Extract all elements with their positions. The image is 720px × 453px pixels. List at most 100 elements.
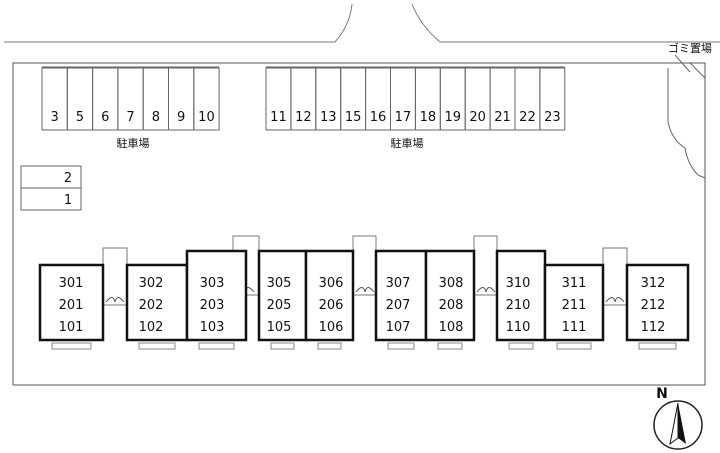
parking-space-number: 23 bbox=[544, 110, 561, 125]
parking-space: 22 bbox=[514, 67, 541, 131]
unit-block: 301 201 101 bbox=[38, 263, 105, 350]
unit-block: 310 210 110 bbox=[495, 249, 547, 350]
unit-number: 305 bbox=[267, 276, 292, 291]
unit-block: 312 212 112 bbox=[625, 263, 690, 350]
parking-space-number: 3 bbox=[51, 110, 59, 125]
unit-block: 308 208 108 bbox=[424, 249, 476, 350]
parking-space-number: 16 bbox=[370, 110, 387, 125]
unit-number: 312 bbox=[641, 276, 666, 291]
balcony bbox=[51, 342, 92, 350]
parking-space: 21 bbox=[489, 67, 516, 131]
unit-number: 211 bbox=[562, 298, 587, 313]
unit-number: 308 bbox=[439, 276, 464, 291]
parking-space: 9 bbox=[168, 67, 195, 131]
unit-number: 307 bbox=[386, 276, 411, 291]
unit-number: 303 bbox=[200, 276, 225, 291]
unit-block: 302 202 102 bbox=[125, 263, 189, 350]
stairwell bbox=[602, 247, 628, 306]
parking-space: 1 bbox=[20, 187, 82, 211]
parking-space: 13 bbox=[315, 67, 342, 131]
unit-number: 302 bbox=[139, 276, 164, 291]
unit-number: 301 bbox=[59, 276, 84, 291]
parking-space-number: 6 bbox=[101, 110, 109, 125]
balcony bbox=[638, 342, 677, 350]
unit-number: 201 bbox=[59, 298, 84, 313]
unit-number: 106 bbox=[319, 320, 344, 335]
parking-space-number: 12 bbox=[295, 110, 312, 125]
site-boundary bbox=[12, 62, 706, 386]
parking-space: 23 bbox=[539, 67, 566, 131]
unit-number: 310 bbox=[506, 276, 531, 291]
parking-space-number: 7 bbox=[126, 110, 134, 125]
unit-number: 111 bbox=[562, 320, 587, 335]
north-compass: N bbox=[653, 386, 703, 450]
unit-number: 110 bbox=[506, 320, 531, 335]
parking-space-number: 11 bbox=[270, 110, 287, 125]
garbage-label: ゴミ置場 bbox=[668, 41, 712, 55]
compass-circle bbox=[653, 400, 703, 450]
unit-number: 208 bbox=[439, 298, 464, 313]
parking-space: 15 bbox=[340, 67, 367, 131]
unit-block: 306 206 106 bbox=[304, 249, 355, 350]
parking-space: 10 bbox=[193, 67, 220, 131]
balcony bbox=[317, 342, 342, 350]
parking-space: 2 bbox=[20, 165, 82, 189]
balcony bbox=[387, 342, 415, 350]
unit-number: 206 bbox=[319, 298, 344, 313]
stairwell bbox=[102, 247, 128, 306]
parking-space-number: 10 bbox=[198, 110, 215, 125]
parking-space: 17 bbox=[390, 67, 416, 131]
parking-space-number: 9 bbox=[177, 110, 185, 125]
balcony bbox=[508, 342, 534, 350]
road-lines bbox=[4, 3, 720, 43]
unit-number: 101 bbox=[59, 320, 84, 335]
parking-label-left: 駐車場 bbox=[117, 136, 150, 150]
unit-number: 112 bbox=[641, 320, 666, 335]
parking-space-number: 5 bbox=[76, 110, 84, 125]
parking-space: 11 bbox=[265, 67, 292, 131]
parking-space: 5 bbox=[66, 67, 94, 131]
parking-space-number: 19 bbox=[444, 110, 461, 125]
balcony bbox=[270, 342, 295, 350]
parking-space: 19 bbox=[439, 67, 466, 131]
compass-label: N bbox=[656, 386, 668, 402]
stairwell bbox=[352, 235, 377, 296]
parking-space: 7 bbox=[117, 67, 144, 131]
unit-number: 311 bbox=[562, 276, 587, 291]
parking-space-number: 8 bbox=[152, 110, 160, 125]
unit-number: 212 bbox=[641, 298, 666, 313]
unit-number: 108 bbox=[439, 320, 464, 335]
parking-space: 18 bbox=[414, 67, 441, 131]
parking-space: 8 bbox=[142, 67, 169, 131]
parking-space-number: 17 bbox=[395, 110, 412, 125]
parking-space-number: 1 bbox=[64, 193, 72, 208]
parking-label-right: 駐車場 bbox=[391, 136, 424, 150]
unit-number: 107 bbox=[386, 320, 411, 335]
unit-number: 105 bbox=[267, 320, 292, 335]
parking-space: 16 bbox=[365, 67, 392, 131]
parking-space-number: 2 bbox=[64, 171, 72, 186]
parking-group-left: 3 5 6 7 8 9 10 bbox=[41, 66, 220, 131]
parking-space-number: 18 bbox=[420, 110, 437, 125]
unit-number: 102 bbox=[139, 320, 164, 335]
parking-space-number: 13 bbox=[320, 110, 337, 125]
parking-space: 12 bbox=[290, 67, 317, 131]
parking-space-number: 22 bbox=[519, 110, 536, 125]
unit-number: 306 bbox=[319, 276, 344, 291]
parking-space: 20 bbox=[464, 67, 491, 131]
unit-block: 311 211 111 bbox=[543, 263, 605, 350]
parking-space-number: 21 bbox=[494, 110, 511, 125]
unit-number: 210 bbox=[506, 298, 531, 313]
balcony bbox=[198, 342, 235, 350]
unit-number: 202 bbox=[139, 298, 164, 313]
unit-number: 103 bbox=[200, 320, 225, 335]
parking-space-number: 20 bbox=[469, 110, 486, 125]
parking-group-side: 21 bbox=[20, 165, 82, 211]
garbage-area bbox=[667, 54, 706, 179]
